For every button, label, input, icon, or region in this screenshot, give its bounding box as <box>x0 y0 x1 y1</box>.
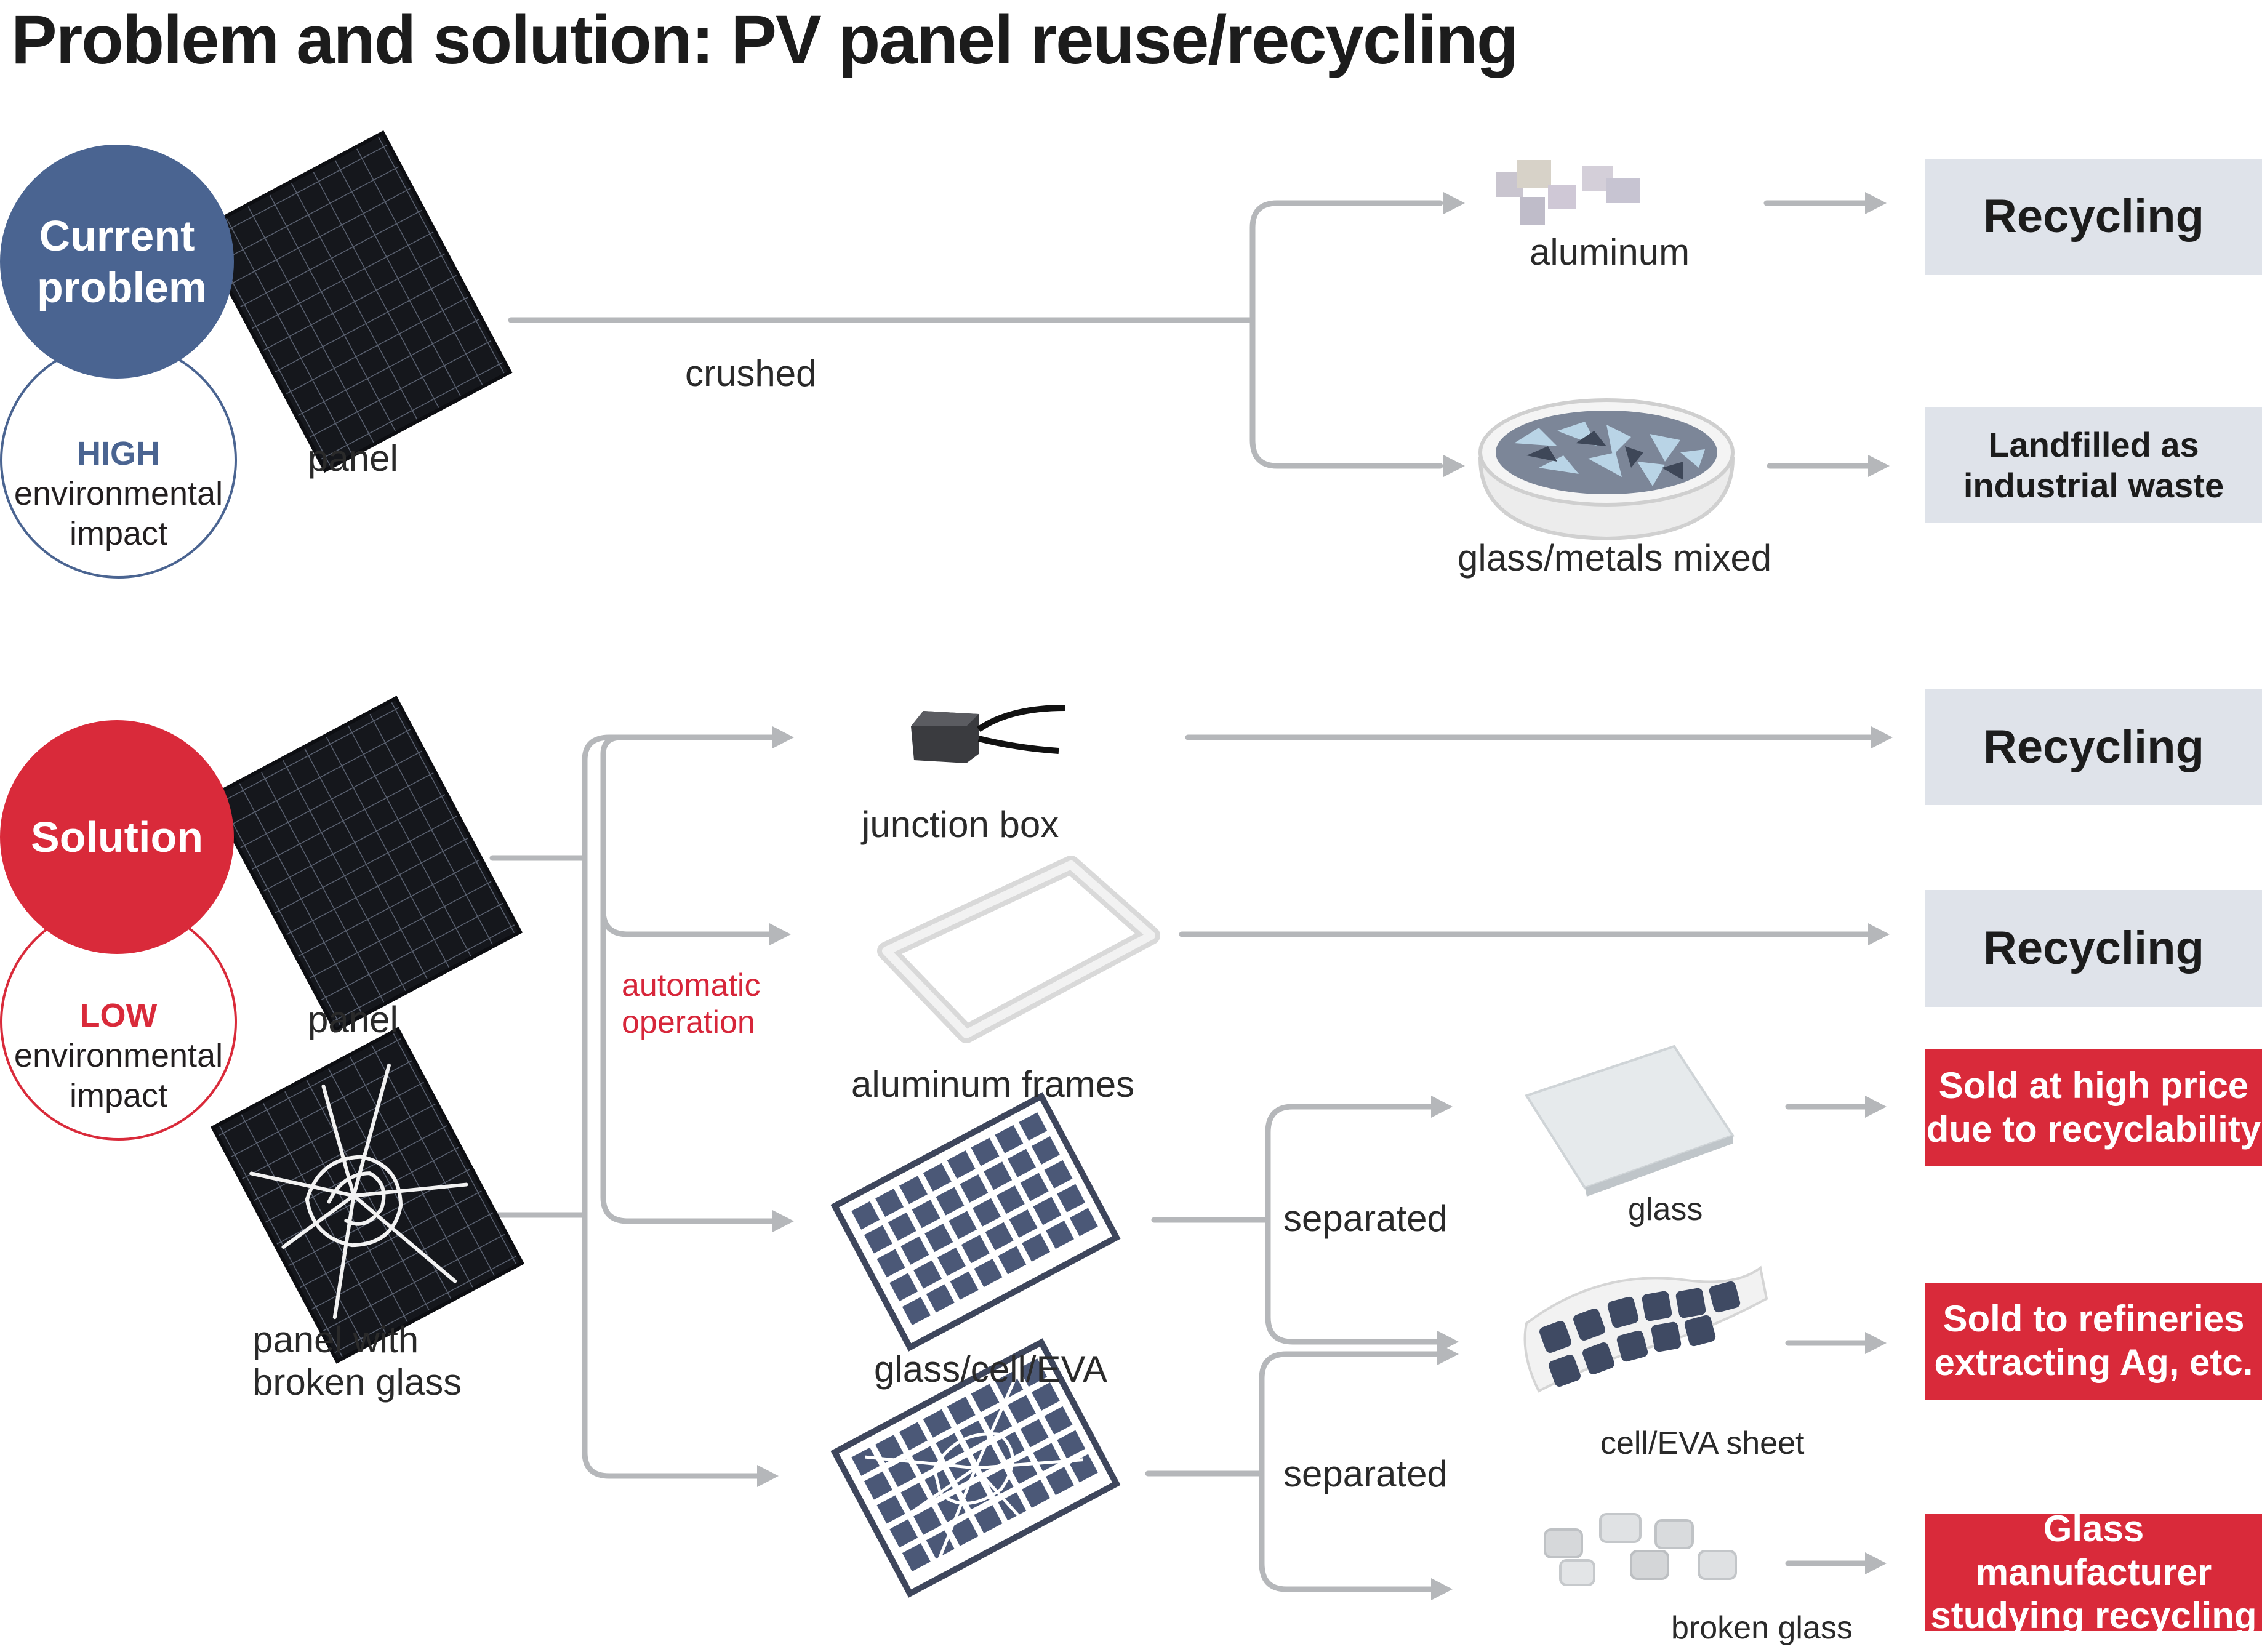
problem-branch <box>1249 317 1443 469</box>
glass-metals-label: glass/metals mixed <box>1458 537 1772 579</box>
arrowhead-icon <box>772 726 794 748</box>
glass-cell-eva-icon <box>830 1092 1121 1352</box>
result-text: due to recyclability <box>1926 1109 2261 1150</box>
result-text: Recycling <box>1983 721 2205 774</box>
current-problem-circle: Current problem <box>0 145 234 379</box>
solution-branch <box>600 734 625 861</box>
problem-branch <box>1249 200 1443 323</box>
broken-panel-label-line: panel with <box>252 1319 419 1360</box>
broken-split-branch <box>1259 1351 1440 1477</box>
solution-panel-label: panel <box>308 999 398 1040</box>
result-text: Glass manufacturer <box>1975 1507 2212 1593</box>
result-text: Recycling <box>1983 922 2205 975</box>
result-text: Sold at high price <box>1938 1065 2249 1107</box>
solution-branch <box>582 1450 760 1479</box>
cell-eva-sheet-label: cell/EVA sheet <box>1600 1425 1805 1461</box>
arrowhead-icon <box>1865 1552 1887 1574</box>
laminate-split-branch <box>1265 1104 1434 1223</box>
arrowhead-icon <box>1431 1096 1453 1118</box>
page-title: Problem and solution: PV panel reuse/rec… <box>11 1 1518 78</box>
result-text: Sold to refineries <box>1943 1298 2245 1340</box>
aluminum-scrap-icon <box>1496 160 1640 225</box>
junction-box-icon <box>911 705 1065 763</box>
impact-level: HIGH <box>77 435 160 473</box>
solution-branch <box>600 855 776 1224</box>
impact-text: environmental <box>14 475 223 513</box>
impact-text: environmental <box>14 1037 223 1075</box>
arrowhead-icon <box>1868 923 1890 945</box>
result-text: Landfilled as industrial waste <box>1963 425 2224 505</box>
aluminum-frames-label: aluminum frames <box>851 1064 1135 1105</box>
laminate-split-branch <box>1265 1217 1440 1345</box>
cell-eva-result-box: Sold to refineries extracting Ag, etc. <box>1925 1283 2262 1400</box>
broken-panel-icon <box>210 1027 525 1364</box>
impact-text: impact <box>69 515 168 552</box>
automatic-operation-line: operation <box>622 1004 755 1040</box>
landfill-box: Landfilled as industrial waste <box>1925 407 2262 523</box>
result-text: studying recycling <box>1930 1595 2257 1637</box>
arrowhead-icon <box>1437 1343 1459 1365</box>
automatic-operation-line: automatic <box>622 968 761 1003</box>
glass-sheet-icon <box>1524 1045 1735 1197</box>
frames-recycling-box: Recycling <box>1925 890 2262 1007</box>
broken-split-branch <box>1259 1470 1434 1592</box>
arrowhead-icon <box>1431 1578 1453 1600</box>
problem-panel-label: panel <box>308 438 398 479</box>
problem-flow-lines <box>508 200 1871 469</box>
broken-glass-result-box: Glass manufacturer studying recycling <box>1925 1508 2262 1636</box>
broken-glass-pieces-icon <box>1544 1513 1737 1586</box>
impact-level: LOW <box>79 997 158 1035</box>
broken-panel-label: panel with broken glass <box>252 1318 462 1403</box>
separated-label: separated <box>1283 1198 1448 1239</box>
broken-laminate-icon <box>830 1338 1121 1598</box>
solution-arrowheads <box>757 726 1893 1600</box>
broken-panel-label-line: broken glass <box>252 1361 462 1403</box>
glass-cell-eva-label: glass/cell/EVA <box>874 1349 1108 1390</box>
solution-circle: Solution <box>0 720 234 954</box>
arrowhead-icon <box>1868 455 1890 477</box>
broken-glass-label: broken glass <box>1671 1610 1853 1646</box>
glass-metals-bowl-icon <box>1478 398 1735 541</box>
arrowhead-icon <box>1443 455 1465 477</box>
problem-arrowheads <box>1443 192 1890 477</box>
arrowhead-icon <box>1865 192 1887 214</box>
arrowhead-icon <box>1443 192 1465 214</box>
solution-branch <box>600 855 772 937</box>
solution-label: Solution <box>31 813 203 861</box>
arrowhead-icon <box>772 1210 794 1232</box>
result-text: extracting Ag, etc. <box>1934 1342 2253 1383</box>
aluminum-frame-icon <box>877 856 1160 1043</box>
automatic-operation-label: automatic operation <box>622 968 760 1041</box>
arrowhead-icon <box>1865 1332 1887 1354</box>
problem-panel-icon <box>195 130 513 473</box>
separated-label: separated <box>1283 1453 1448 1494</box>
glass-label: glass <box>1628 1192 1703 1227</box>
arrowhead-icon <box>769 923 791 945</box>
solution-flow-lines <box>489 734 1874 1592</box>
junction-box-recycling-box: Recycling <box>1925 689 2262 805</box>
arrowhead-icon <box>757 1465 779 1487</box>
solution-trunk <box>582 734 776 1456</box>
problem-recycling-box: Recycling <box>1925 159 2262 275</box>
impact-circle-high: HIGH environmental impact <box>0 342 237 579</box>
cell-eva-sheet-icon <box>1523 1265 1768 1393</box>
arrowhead-icon <box>1871 726 1893 748</box>
solution-panel-icon <box>208 696 523 1033</box>
current-problem-label: Current problem <box>37 212 207 311</box>
aluminum-label: aluminum <box>1530 231 1690 273</box>
glass-result-box: Sold at high price due to recyclability <box>1925 1049 2262 1166</box>
junction-box-label: junction box <box>862 804 1059 845</box>
impact-text: impact <box>69 1077 168 1114</box>
arrowhead-icon <box>1865 1096 1887 1118</box>
crushed-label: crushed <box>685 353 817 394</box>
result-text: Recycling <box>1983 190 2205 243</box>
